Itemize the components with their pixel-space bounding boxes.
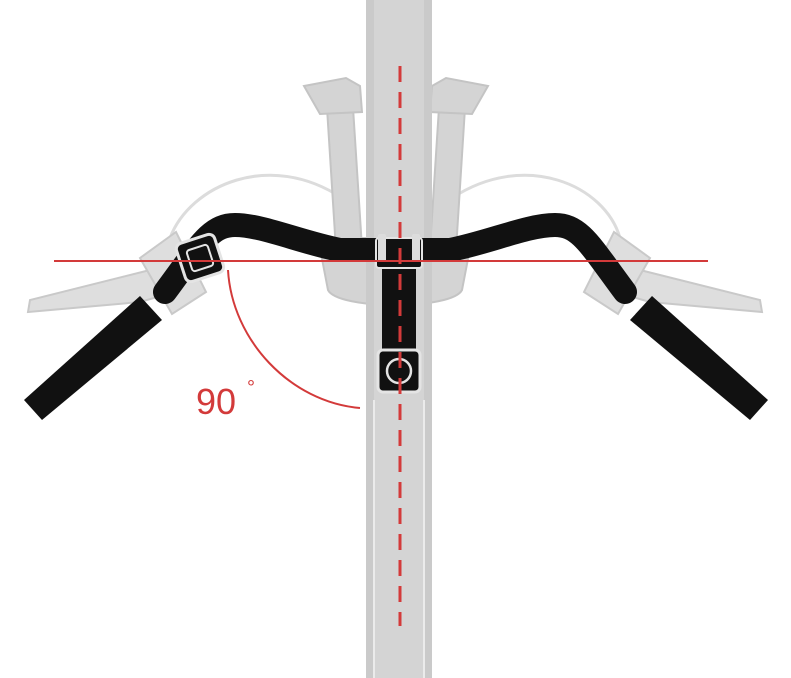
left-brake-cable bbox=[168, 173, 343, 239]
steerer-tube-shade-right bbox=[424, 0, 432, 678]
steerer-tube-shade-left bbox=[366, 0, 374, 678]
right-brake-lever bbox=[620, 268, 764, 314]
right-brake-cable bbox=[451, 173, 622, 239]
stem-bolt-left bbox=[378, 234, 386, 262]
left-grip bbox=[24, 296, 162, 420]
stem-bolt-right bbox=[412, 234, 420, 262]
right-grip bbox=[630, 296, 768, 420]
left-fork-leg bbox=[324, 91, 364, 252]
left-brake-caliper bbox=[302, 76, 364, 116]
right-angle-arc bbox=[227, 269, 361, 409]
brake-cables bbox=[168, 173, 622, 239]
degree-symbol: ° bbox=[247, 377, 255, 399]
right-brake-caliper bbox=[428, 76, 490, 116]
right-fork-leg bbox=[428, 91, 468, 252]
grips bbox=[24, 296, 768, 420]
alignment-guides bbox=[54, 66, 708, 626]
shifter-pod bbox=[174, 232, 226, 284]
angle-label: 90 bbox=[196, 381, 236, 422]
